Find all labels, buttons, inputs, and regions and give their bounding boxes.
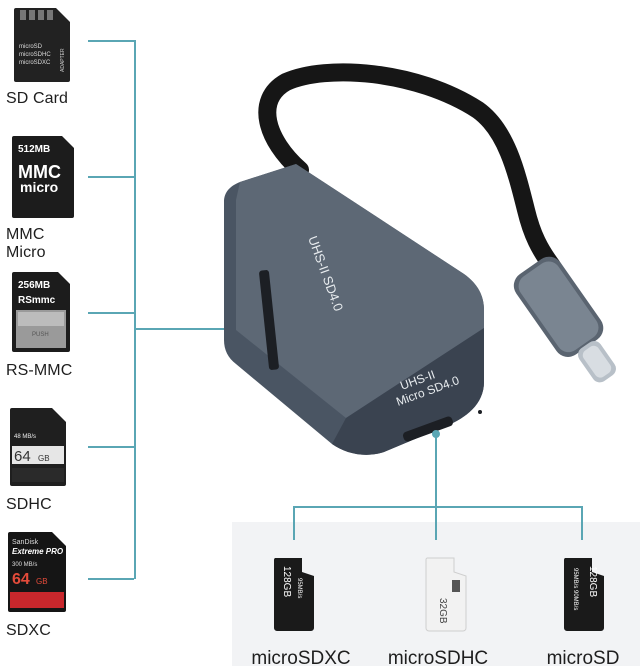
sd-card-label: SD Card — [6, 90, 69, 107]
sdxc-label: SDXC — [6, 622, 51, 639]
sdxc-card-image: SanDisk Extreme PRO 300 MB/s 64 GB — [8, 532, 66, 612]
microsd-speed: 95MB/s 90MB/s — [572, 568, 578, 610]
connector-line-microsd — [581, 506, 583, 540]
sd-card-line-2: microSDHC — [19, 52, 51, 58]
connector-dot-microsd-slot — [432, 430, 440, 438]
sdxc-unit: GB — [36, 577, 48, 586]
microsdhc-label: microSDHC — [387, 648, 489, 669]
microsd-capacity: 128GB — [587, 566, 598, 597]
microsdxc-capacity: 128GB — [281, 566, 292, 597]
connector-line-bottom-horizontal — [293, 506, 583, 508]
sdhc-label: SDHC — [6, 496, 52, 513]
sd-card-image: microSD microSDHC microSDXC ADAPTER — [14, 8, 70, 82]
microsdxc-speed: 95MB/s — [296, 578, 302, 598]
mmc-micro-label: MMC Micro — [6, 226, 46, 261]
sdhc-unit: GB — [38, 454, 50, 463]
sdhc-speed: 48 MB/s — [14, 434, 36, 440]
rsmmc-capacity: 256MB — [18, 280, 50, 291]
mmc-capacity: 512MB — [18, 144, 50, 155]
sd-card-line-3: microSDXC — [19, 60, 51, 66]
microsd-label: microSD — [546, 648, 620, 669]
mmc-line-2: micro — [20, 179, 58, 195]
connector-line-sdxc — [88, 578, 134, 580]
sdhc-capacity: 64 — [14, 448, 31, 465]
mmc-line-1: MMC — [18, 162, 61, 182]
microsdxc-label: microSDXC — [251, 648, 351, 669]
sdxc-line: Extreme PRO — [12, 547, 64, 556]
rsmmc-brand: RSmmc — [18, 295, 56, 306]
microsdxc-card-image: 128GB 95MB/s — [273, 558, 314, 631]
connector-line-vertical — [134, 40, 136, 579]
connector-line-microsdhc — [435, 506, 437, 540]
microsdhc-capacity: 32GB — [437, 598, 448, 624]
connector-line-microsd-down — [435, 432, 437, 508]
connector-line-microsdxc — [293, 506, 295, 540]
microsdhc-card-image: 32GB — [425, 557, 467, 632]
rs-mmc-card-image: 256MB RSmmc PUSH — [12, 272, 70, 352]
rsmmc-push: PUSH — [32, 332, 49, 338]
mmc-micro-card-image: 512MB MMC micro — [12, 136, 74, 218]
connector-line-sd — [88, 40, 134, 42]
sdxc-brand: SanDisk — [12, 539, 39, 546]
rs-mmc-label: RS-MMC — [6, 362, 73, 379]
sdxc-capacity: 64 — [12, 571, 30, 588]
connector-line-to-reader — [136, 328, 296, 330]
microsd-card-image: 128GB 95MB/s 90MB/s — [563, 558, 604, 631]
sdhc-card-image: 48 MB/s 64 GB — [10, 408, 66, 486]
sd-card-side-text: ADAPTER — [60, 48, 66, 72]
connector-line-mmc — [88, 176, 134, 178]
sd-card-line-1: microSD — [19, 44, 43, 50]
connector-line-sdhc — [88, 446, 134, 448]
connector-line-rsmmc — [88, 312, 134, 314]
card-reader-image: UHS-II SD4.0 UHS-II Micro SD4.0 — [224, 63, 616, 455]
sdxc-speed: 300 MB/s — [12, 562, 37, 568]
